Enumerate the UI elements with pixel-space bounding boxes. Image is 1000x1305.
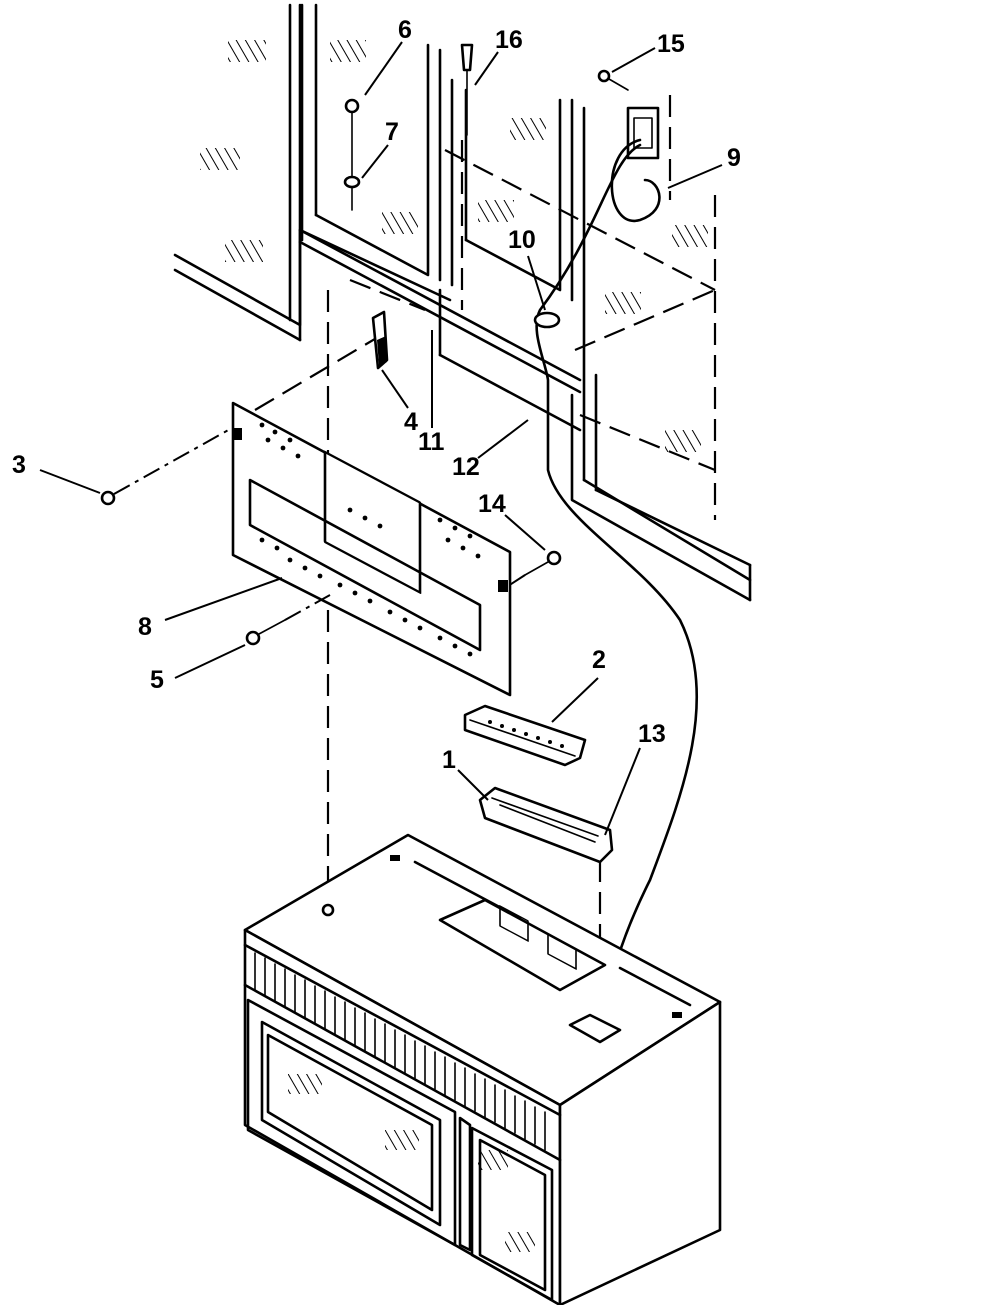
washer-7 xyxy=(343,175,361,189)
callout-8: 8 xyxy=(138,577,283,641)
svg-text:13: 13 xyxy=(638,720,666,748)
svg-text:10: 10 xyxy=(508,226,536,254)
callout-7: 7 xyxy=(361,118,399,179)
svg-text:8: 8 xyxy=(138,613,152,641)
callout-2: 2 xyxy=(551,646,606,723)
svg-text:6: 6 xyxy=(398,16,412,44)
plate-top-line xyxy=(254,329,391,411)
callout-5: 5 xyxy=(150,644,246,694)
callout-10: 10 xyxy=(508,226,546,311)
svg-text:2: 2 xyxy=(592,646,606,674)
wall-outline-diag xyxy=(574,288,716,352)
callouts: 1 2 3 4 5 6 7 8 xyxy=(12,16,741,836)
svg-text:1: 1 xyxy=(442,746,456,774)
wall-outline-lower xyxy=(579,413,716,472)
callout-12: 12 xyxy=(452,419,529,481)
callout-14: 14 xyxy=(478,490,546,551)
charcoal-filter-1 xyxy=(478,786,614,864)
svg-text:5: 5 xyxy=(150,666,164,694)
svg-text:4: 4 xyxy=(404,408,418,436)
screw-15 xyxy=(597,69,629,91)
callout-13: 13 xyxy=(604,720,666,836)
callout-16: 16 xyxy=(474,26,523,86)
power-cord xyxy=(535,138,699,1032)
svg-text:7: 7 xyxy=(385,118,399,146)
callout-15: 15 xyxy=(611,30,685,73)
wall-outline xyxy=(444,149,716,291)
svg-text:11: 11 xyxy=(418,428,445,456)
wall-outlet xyxy=(626,106,660,160)
mounting-bracket xyxy=(371,310,389,370)
callout-3: 3 xyxy=(12,451,101,494)
bolt-16 xyxy=(460,43,474,310)
callout-1: 1 xyxy=(442,746,489,801)
bracket-line xyxy=(349,278,426,312)
microwave-oven xyxy=(243,833,722,1305)
callout-11: 11 xyxy=(418,330,445,456)
svg-text:14: 14 xyxy=(478,490,506,518)
svg-text:3: 3 xyxy=(12,451,26,479)
cord-clamp xyxy=(533,311,561,329)
svg-text:16: 16 xyxy=(495,26,523,54)
upper-cabinet xyxy=(173,3,752,602)
screw-6 xyxy=(344,98,360,211)
svg-text:15: 15 xyxy=(657,30,685,58)
svg-text:9: 9 xyxy=(727,144,741,172)
callout-4: 4 xyxy=(381,369,418,436)
mounting-plate xyxy=(231,401,512,697)
callout-9: 9 xyxy=(667,144,741,189)
grease-filter-2 xyxy=(463,704,587,767)
callout-6: 6 xyxy=(364,16,412,96)
svg-text:12: 12 xyxy=(452,453,480,481)
screw-14 xyxy=(504,550,562,589)
screw-5 xyxy=(245,594,331,646)
screw-3 xyxy=(100,427,233,506)
